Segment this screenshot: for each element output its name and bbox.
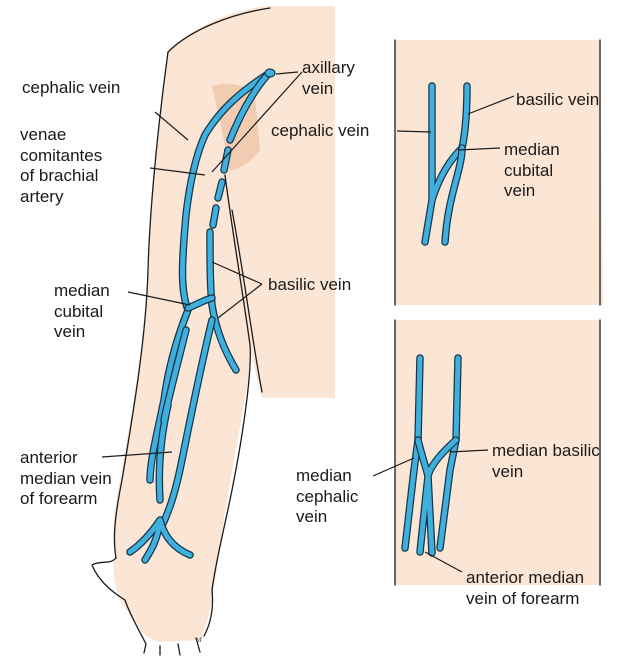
label-basilic-vein-tr: basilic vein	[516, 90, 599, 111]
label-basilic-vein-left: basilic vein	[268, 275, 351, 296]
left-arm	[92, 6, 335, 655]
label-axillary-vein: axillary vein	[302, 58, 355, 99]
label-median-basilic-br: median basilic vein	[492, 441, 600, 482]
label-median-cephalic-br: median cephalic vein	[296, 466, 358, 528]
top-right-inset	[395, 40, 603, 305]
label-venae-comitantes: venae comitantes of brachial artery	[20, 125, 102, 207]
artist-signature: td	[196, 636, 201, 644]
label-median-cubital-left: median cubital vein	[54, 281, 110, 343]
label-anterior-median-br: anterior median vein of forearm	[466, 568, 584, 609]
label-median-cubital-tr: median cubital vein	[504, 140, 560, 202]
label-cephalic-vein-left: cephalic vein	[22, 78, 120, 99]
label-cephalic-vein-tr: cephalic vein	[271, 121, 369, 142]
label-anterior-median-left: anterior median vein of forearm	[20, 448, 112, 510]
